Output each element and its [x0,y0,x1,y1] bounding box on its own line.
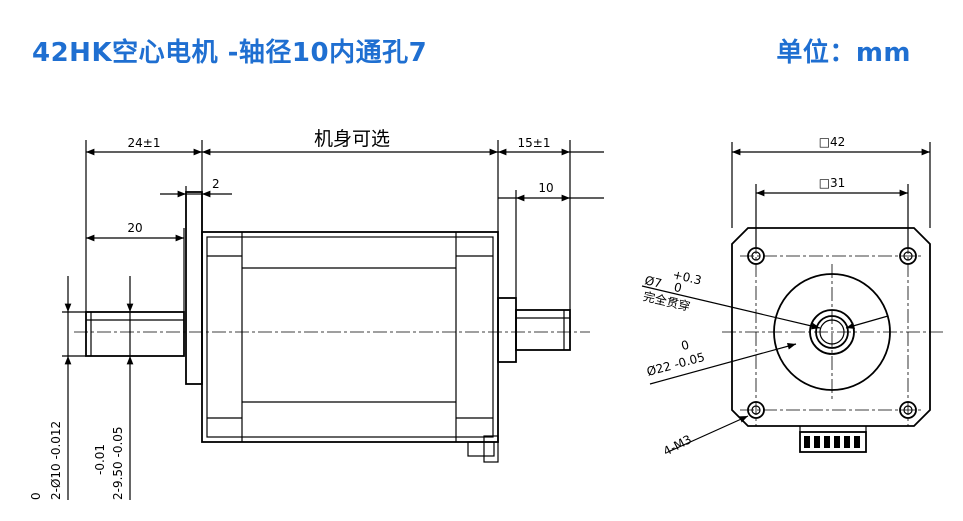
dim-flange-label: 2 [212,177,220,191]
rear-shaft [85,311,185,357]
motor-body [201,231,499,443]
shaft-dia-tol: 0 [29,492,43,500]
unit-label: 单位：mm [776,38,911,68]
dim-body: 机身可选 [202,128,499,232]
dim-holes-label: □31 [819,176,846,190]
front-connector [799,426,867,453]
shaft-flat-tol: -0.01 [93,444,107,475]
dim-front-10: 10 [498,181,604,298]
dim-front-10-label: 10 [538,181,553,195]
dim-outer-label: □42 [819,135,846,149]
screw-holes-label: 4-M3 [661,432,694,458]
connector [467,435,499,463]
dim-shaft-flat: -0.01 2-9.50 -0.05 [93,276,134,500]
dim-holes: □31 [755,176,909,248]
page-title: 42HK空心电机 -轴径10内通孔7 [32,38,428,68]
bore-leader: Ø7 +0.3 0 完全贯穿 [642,267,889,330]
front-view: □42 □31 Ø7 +0.3 0 完全贯穿 0 Ø22 -0.05 [642,135,944,459]
dim-outer: □42 [731,135,931,228]
dim-rear-20: 20 [85,221,185,312]
bore-dia-label: Ø7 [643,273,663,290]
dim-rear-shaft-label: 24±1 [128,136,161,150]
front-outline [731,227,931,427]
dim-shaft-dia: 0 2-Ø10 -0.012 [29,276,86,500]
boss-leader: 0 Ø22 -0.05 [645,338,797,385]
dim-rear-shaft: 24±1 [85,136,203,312]
flange [185,191,203,385]
shaft-dia-label: 2-Ø10 -0.012 [49,421,63,500]
dim-rear-20-label: 20 [127,221,142,235]
boss-dia-label: Ø22 -0.05 [645,350,706,379]
boss-tol: 0 [680,338,691,354]
side-view: 24±1 机身可选 15±1 10 2 [29,128,604,500]
dim-front-shaft: 15±1 [498,136,604,310]
dim-flange: 2 [160,177,232,198]
dim-front-shaft-label: 15±1 [518,136,551,150]
bore-tol-upper: +0.3 [671,267,703,287]
dim-body-label: 机身可选 [314,128,390,150]
screw-leader: 4-M3 [661,415,749,459]
bore-tol-lower: 0 [673,280,684,295]
shaft-flat-label: 2-9.50 -0.05 [111,426,125,500]
front-shaft [497,297,571,363]
